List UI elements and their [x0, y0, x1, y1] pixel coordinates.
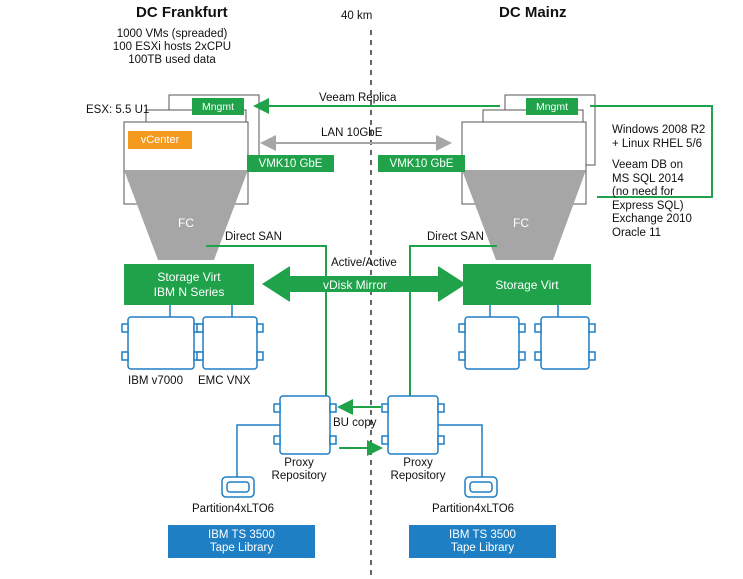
proxy-label-right: Proxy Repository — [390, 457, 446, 482]
veeam-replica-label: Veeam Replica — [319, 92, 397, 104]
active-active-arrow — [262, 266, 466, 302]
tape-icon-left — [221, 476, 255, 498]
left-specs: 1000 VMs (spreaded) 100 ESXi hosts 2xCPU… — [112, 28, 232, 66]
title-left: DC Frankfurt — [136, 4, 228, 21]
partition-label-left: Partition4xLTO6 — [192, 503, 275, 515]
fc-label-right: FC — [513, 216, 529, 230]
direct-san-right-label: Direct SAN — [427, 231, 484, 243]
distance-label: 40 km — [341, 10, 373, 22]
partition-label-right: Partition4xLTO6 — [432, 503, 515, 515]
title-right: DC Mainz — [499, 4, 567, 21]
esx-label: ESX: 5.5 U1 — [86, 104, 150, 116]
disk-label-left-2: EMC VNX — [198, 375, 251, 387]
disk-array-right-2 — [534, 316, 596, 370]
active-active-label: Active/Active — [331, 257, 397, 269]
tape-icon-right — [464, 476, 498, 498]
direct-san-left — [206, 245, 327, 396]
disk-array-left-1 — [121, 316, 201, 370]
tape-library-right: IBM TS 3500 Tape Library — [409, 525, 556, 558]
bu-copy-label: BU copy — [333, 417, 377, 429]
storage-virt-left: Storage Virt IBM N Series — [124, 264, 254, 305]
fc-label-left: FC — [178, 216, 194, 230]
proxy-repo-left — [273, 395, 337, 455]
direct-san-left-label: Direct SAN — [225, 231, 282, 243]
disk-array-left-2 — [196, 316, 264, 370]
tape-library-left: IBM TS 3500 Tape Library — [168, 525, 315, 558]
right-host-stack — [461, 94, 596, 260]
storage-virt-right: Storage Virt — [463, 264, 591, 305]
mngmt-box-left: Mngmt — [192, 98, 244, 115]
proxy-label-left: Proxy Repository — [271, 457, 327, 482]
vcenter-box: vCenter — [128, 131, 192, 149]
mngmt-box-right: Mngmt — [526, 98, 578, 115]
vmk-box-left: VMK10 GbE — [247, 155, 334, 172]
disk-label-left-1: IBM v7000 — [128, 375, 183, 387]
vmk-box-right: VMK10 GbE — [378, 155, 465, 172]
right-notes: Windows 2008 R2 + Linux RHEL 5/6 Veeam D… — [612, 124, 706, 239]
vdisk-mirror-label: vDisk Mirror — [323, 278, 387, 292]
disk-array-right-1 — [458, 316, 526, 370]
proxy-repo-right — [381, 395, 445, 455]
lan-label: LAN 10GbE — [321, 127, 383, 139]
direct-san-right — [409, 245, 497, 396]
notes-bracket — [590, 105, 713, 198]
